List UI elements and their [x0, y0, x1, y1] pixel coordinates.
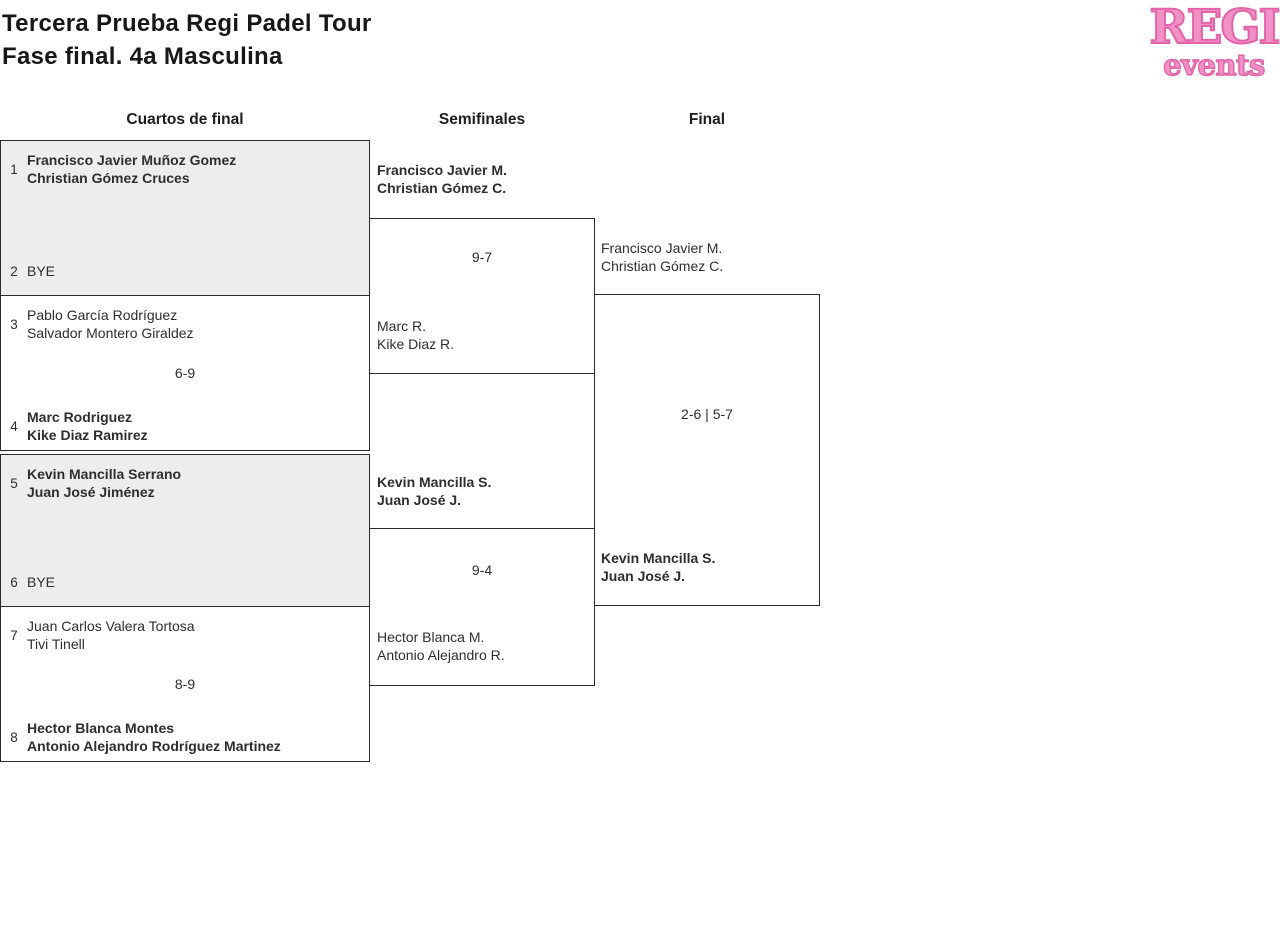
quarterfinal-match-2: 3 Pablo García Rodríguez Salvador Monter…	[0, 295, 370, 451]
regi-events-logo: REGI events	[1148, 0, 1280, 82]
player-name: Antonio Alejandro R.	[377, 647, 505, 663]
team-players: Francisco Javier Muñoz Gomez Christian G…	[27, 151, 365, 187]
player-name: BYE	[27, 574, 56, 590]
team-players: BYE	[27, 564, 365, 600]
semifinal-match-2	[369, 528, 595, 686]
player-name: Antonio Alejandro Rodríguez Martinez	[27, 738, 281, 754]
seed-number: 4	[10, 418, 18, 434]
player-name: Christian Gómez C.	[601, 258, 724, 274]
seed-number: 8	[10, 729, 18, 745]
seed-number: 5	[10, 475, 18, 491]
round-header-final: Final	[688, 111, 726, 128]
page-title-line1: Tercera Prueba Regi Padel Tour	[2, 10, 372, 37]
team-players: BYE	[27, 253, 365, 289]
quarterfinal-match-3: 5 Kevin Mancilla Serrano Juan José Jimén…	[0, 454, 370, 607]
semifinal-1-score: 9-7	[471, 249, 493, 265]
team-players: Marc Rodriguez Kike Diaz Ramirez	[27, 408, 365, 444]
seed-number: 1	[10, 161, 18, 177]
player-name: Kevin Mancilla S.	[377, 474, 492, 490]
player-name: Pablo García Rodríguez	[27, 307, 178, 323]
player-name: BYE	[27, 263, 56, 279]
final-match	[594, 294, 820, 606]
quarterfinal-match-1: 1 Francisco Javier Muñoz Gomez Christian…	[0, 140, 370, 296]
player-name: Kike Diaz Ramirez	[27, 427, 148, 443]
team-players: Pablo García Rodríguez Salvador Montero …	[27, 306, 365, 342]
page-title-line2: Fase final. 4a Masculina	[2, 43, 283, 70]
team-row-seed-7: 7 Juan Carlos Valera Tortosa Tivi Tinell	[1, 617, 369, 653]
player-name: Salvador Montero Giraldez	[27, 325, 194, 341]
logo-word-events: events	[1163, 48, 1266, 82]
match-score: 8-9	[174, 676, 196, 692]
team-players: Kevin Mancilla Serrano Juan José Jiménez	[27, 465, 365, 501]
player-name: Francisco Javier M.	[377, 162, 507, 178]
semifinal-match-1	[369, 218, 595, 374]
player-name: Juan José J.	[601, 568, 686, 584]
player-name: Christian Gómez C.	[377, 180, 507, 196]
team-row-seed-6: 6 BYE	[1, 564, 369, 600]
team-row-seed-5: 5 Kevin Mancilla Serrano Juan José Jimén…	[1, 465, 369, 501]
player-name: Christian Gómez Cruces	[27, 170, 190, 186]
player-name: Marc Rodriguez	[27, 409, 133, 425]
player-name: Kike Diaz R.	[377, 336, 455, 352]
logo-word-regi: REGI	[1148, 0, 1280, 56]
player-name: Hector Blanca Montes	[27, 720, 175, 736]
team-players: Hector Blanca Montes Antonio Alejandro R…	[27, 719, 365, 755]
semifinal-2-top-team: Kevin Mancilla S. Juan José J.	[377, 473, 491, 509]
team-row-seed-4: 4 Marc Rodriguez Kike Diaz Ramirez	[1, 408, 369, 444]
semifinal-2-bottom-team: Hector Blanca M. Antonio Alejandro R.	[377, 628, 505, 664]
player-name: Marc R.	[377, 318, 426, 334]
player-name: Juan José Jiménez	[27, 484, 155, 500]
seed-number: 3	[10, 316, 18, 332]
player-name: Juan José J.	[377, 492, 462, 508]
round-header-cuartos-de-final: Cuartos de final	[126, 111, 244, 128]
round-header-semifinales: Semifinales	[438, 111, 526, 128]
match-score: 6-9	[174, 365, 196, 381]
player-name: Francisco Javier M.	[601, 240, 723, 256]
player-name: Kevin Mancilla Serrano	[27, 466, 182, 482]
final-bottom-team: Kevin Mancilla S. Juan José J.	[601, 549, 715, 585]
final-score: 2-6 | 5-7	[681, 406, 733, 422]
player-name: Francisco Javier Muñoz Gomez	[27, 152, 237, 168]
seed-number: 7	[10, 627, 18, 643]
final-top-team: Francisco Javier M. Christian Gómez C.	[601, 239, 723, 275]
seed-number: 6	[10, 574, 18, 590]
semifinal-1-top-team: Francisco Javier M. Christian Gómez C.	[377, 161, 507, 197]
seed-number: 2	[10, 263, 18, 279]
player-name: Tivi Tinell	[27, 636, 85, 652]
player-name: Kevin Mancilla S.	[601, 550, 716, 566]
semifinal-1-bottom-team: Marc R. Kike Diaz R.	[377, 317, 454, 353]
player-name: Hector Blanca M.	[377, 629, 485, 645]
team-row-seed-1: 1 Francisco Javier Muñoz Gomez Christian…	[1, 151, 369, 187]
team-row-seed-8: 8 Hector Blanca Montes Antonio Alejandro…	[1, 719, 369, 755]
player-name: Juan Carlos Valera Tortosa	[27, 618, 195, 634]
quarterfinal-match-4: 7 Juan Carlos Valera Tortosa Tivi Tinell…	[0, 606, 370, 762]
team-row-seed-3: 3 Pablo García Rodríguez Salvador Monter…	[1, 306, 369, 342]
team-row-seed-2: 2 BYE	[1, 253, 369, 289]
team-players: Juan Carlos Valera Tortosa Tivi Tinell	[27, 617, 365, 653]
page-title: Tercera Prueba Regi Padel Tour Fase fina…	[2, 7, 372, 73]
semifinal-2-score: 9-4	[471, 562, 493, 578]
